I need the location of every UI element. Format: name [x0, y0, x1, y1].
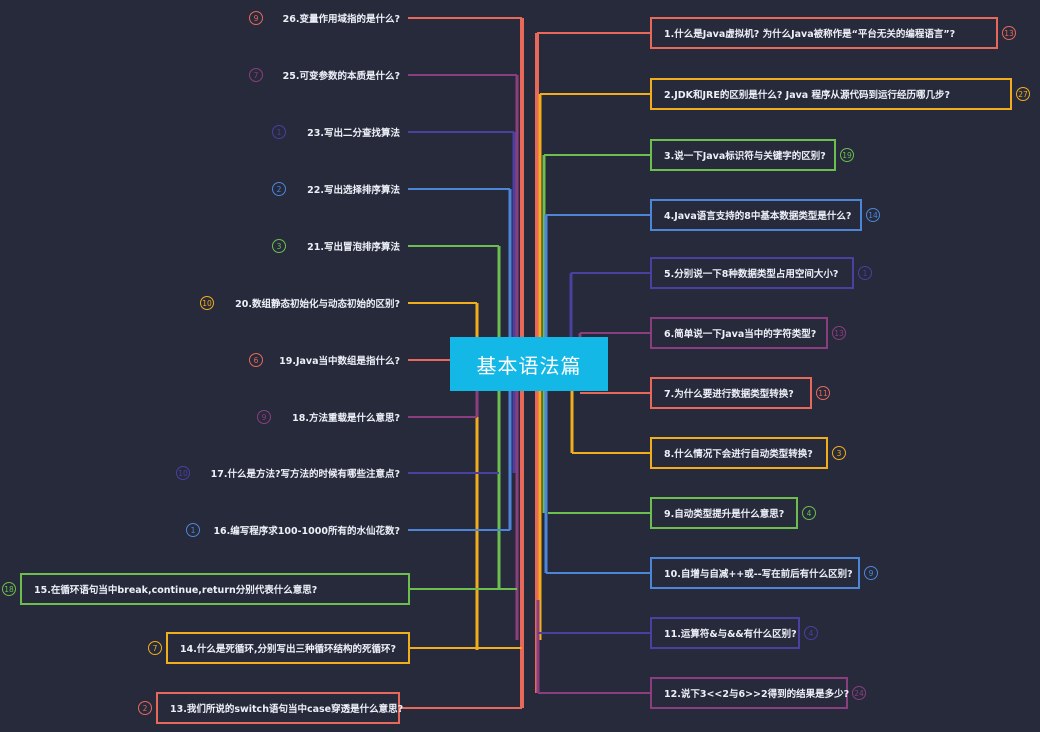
right-badge-1: 13	[1002, 26, 1016, 40]
left-node-1[interactable]: 26.变量作用域指的是什么?	[283, 10, 400, 26]
left-node-11[interactable]: 15.在循环语句当中break,continue,return分别代表什么意思?	[20, 573, 410, 605]
left-badge-3: 1	[272, 125, 286, 139]
right-node-label: 9.自动类型提升是什么意思?	[664, 509, 785, 520]
right-node-11[interactable]: 11.运算符&与&&有什么区别?	[650, 617, 800, 649]
right-badge-8: 3	[832, 446, 846, 460]
left-node-label: 22.写出选择排序算法	[307, 185, 400, 196]
right-node-2[interactable]: 2.JDK和JRE的区别是什么? Java 程序从源代码到运行经历哪几步?	[650, 78, 1012, 110]
right-badge-10: 9	[864, 566, 878, 580]
left-node-13[interactable]: 13.我们所说的switch语句当中case穿透是什么意思?	[156, 692, 404, 724]
right-node-4[interactable]: 4.Java语言支持的8中基本数据类型是什么?	[650, 199, 862, 231]
left-node-5[interactable]: 21.写出冒泡排序算法	[307, 238, 400, 254]
left-node-label: 23.写出二分查找算法	[307, 128, 400, 139]
left-node-8[interactable]: 18.方法重载是什么意思?	[292, 409, 400, 425]
left-node-label: 18.方法重载是什么意思?	[292, 413, 400, 424]
right-node-10[interactable]: 10.自增与自减++或--写在前后有什么区别?	[650, 557, 860, 589]
right-node-label: 7.为什么要进行数据类型转换?	[664, 389, 794, 400]
left-badge-6: 10	[200, 296, 214, 310]
right-node-label: 8.什么情况下会进行自动类型转换?	[664, 449, 813, 460]
left-node-4[interactable]: 22.写出选择排序算法	[307, 181, 400, 197]
right-node-3[interactable]: 3.说一下Java标识符与关键字的区别?	[650, 139, 836, 171]
left-node-label: 16.编写程序求100-1000所有的水仙花数?	[213, 526, 400, 537]
left-badge-7: 6	[249, 353, 263, 367]
left-node-label: 14.什么是死循环,分别写出三种循环结构的死循环?	[180, 644, 396, 655]
right-badge-9: 4	[802, 506, 816, 520]
right-node-8[interactable]: 8.什么情况下会进行自动类型转换?	[650, 437, 828, 469]
left-node-label: 15.在循环语句当中break,continue,return分别代表什么意思?	[34, 585, 318, 596]
left-node-label: 20.数组静态初始化与动态初始的区别?	[235, 299, 400, 310]
right-node-label: 1.什么是Java虚拟机? 为什么Java被称作是“平台无关的编程语言”?	[664, 29, 956, 40]
right-badge-3: 19	[840, 148, 854, 162]
left-node-2[interactable]: 25.可变参数的本质是什么?	[283, 67, 400, 83]
right-node-6[interactable]: 6.简单说一下Java当中的字符类型?	[650, 317, 828, 349]
right-node-5[interactable]: 5.分别说一下8种数据类型占用空间大小?	[650, 257, 854, 289]
left-node-9[interactable]: 17.什么是方法?写方法的时候有哪些注意点?	[211, 465, 400, 481]
right-badge-5: 1	[858, 266, 872, 280]
central-topic[interactable]: 基本语法篇	[450, 337, 608, 391]
right-node-label: 10.自增与自减++或--写在前后有什么区别?	[664, 569, 853, 580]
left-badge-5: 3	[272, 239, 286, 253]
right-badge-11: 4	[804, 626, 818, 640]
right-node-label: 11.运算符&与&&有什么区别?	[664, 629, 797, 640]
right-node-label: 12.说下3<<2与6>>2得到的结果是多少?	[664, 689, 850, 700]
left-node-7[interactable]: 19.Java当中数组是指什么?	[279, 352, 400, 368]
right-node-12[interactable]: 12.说下3<<2与6>>2得到的结果是多少?	[650, 677, 850, 709]
left-badge-10: 1	[186, 523, 200, 537]
right-node-1[interactable]: 1.什么是Java虚拟机? 为什么Java被称作是“平台无关的编程语言”?	[650, 17, 998, 49]
left-badge-8: 9	[257, 410, 271, 424]
right-badge-4: 14	[866, 208, 880, 222]
right-node-label: 2.JDK和JRE的区别是什么? Java 程序从源代码到运行经历哪几步?	[664, 90, 951, 101]
left-badge-1: 9	[249, 11, 263, 25]
right-node-label: 5.分别说一下8种数据类型占用空间大小?	[664, 269, 839, 280]
left-node-10[interactable]: 16.编写程序求100-1000所有的水仙花数?	[213, 522, 400, 538]
left-node-label: 21.写出冒泡排序算法	[307, 242, 400, 253]
left-badge-12: 7	[148, 641, 162, 655]
right-badge-7: 11	[816, 386, 830, 400]
left-node-label: 13.我们所说的switch语句当中case穿透是什么意思?	[170, 704, 404, 715]
left-badge-4: 2	[272, 182, 286, 196]
right-badge-6: 13	[832, 326, 846, 340]
right-node-7[interactable]: 7.为什么要进行数据类型转换?	[650, 377, 812, 409]
left-badge-13: 2	[138, 701, 152, 715]
left-badge-9: 10	[176, 466, 190, 480]
right-node-label: 6.简单说一下Java当中的字符类型?	[664, 329, 817, 340]
right-badge-2: 27	[1016, 87, 1030, 101]
left-node-3[interactable]: 23.写出二分查找算法	[307, 124, 400, 140]
left-node-label: 19.Java当中数组是指什么?	[279, 356, 400, 367]
left-node-label: 26.变量作用域指的是什么?	[282, 14, 400, 25]
left-node-label: 25.可变参数的本质是什么?	[282, 71, 400, 82]
left-node-12[interactable]: 14.什么是死循环,分别写出三种循环结构的死循环?	[166, 632, 410, 664]
right-badge-12: 24	[852, 686, 866, 700]
right-node-label: 3.说一下Java标识符与关键字的区别?	[664, 151, 826, 162]
left-badge-2: 7	[249, 68, 263, 82]
right-node-label: 4.Java语言支持的8中基本数据类型是什么?	[664, 211, 852, 222]
left-node-label: 17.什么是方法?写方法的时候有哪些注意点?	[210, 469, 400, 480]
left-node-6[interactable]: 20.数组静态初始化与动态初始的区别?	[235, 295, 400, 311]
right-node-9[interactable]: 9.自动类型提升是什么意思?	[650, 497, 798, 529]
left-badge-11: 18	[2, 582, 16, 596]
central-topic-label: 基本语法篇	[476, 353, 582, 378]
